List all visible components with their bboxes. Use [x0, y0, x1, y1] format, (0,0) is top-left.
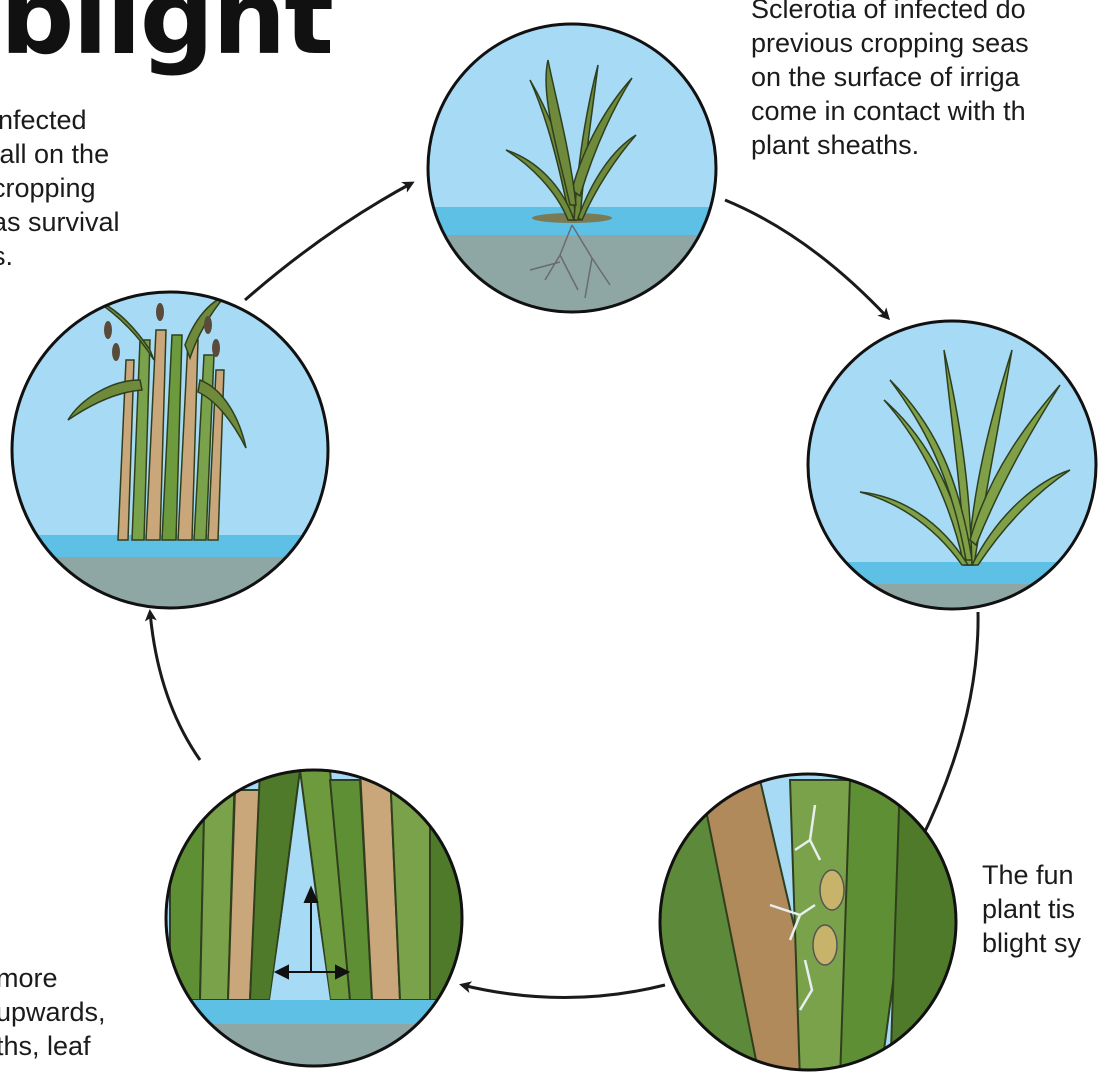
- arrow-icon: [920, 612, 978, 842]
- arrow-icon: [150, 612, 200, 760]
- stage-1-young-plant: [420, 20, 730, 325]
- stage-3-infected-sheath: [650, 770, 970, 1074]
- arrow-icon: [725, 200, 888, 318]
- stage-4-spread-between-tillers: [160, 765, 470, 1074]
- stage-2-tillering-plant: [800, 315, 1102, 624]
- arrow-icon: [462, 985, 665, 998]
- arrow-icon: [245, 183, 412, 300]
- stage-5-mature-infected-plant: [10, 290, 330, 617]
